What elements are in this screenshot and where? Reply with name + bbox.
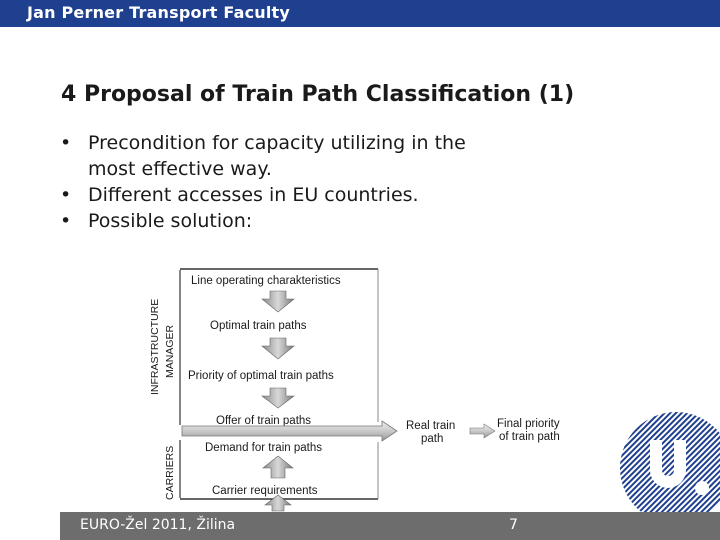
footer-event: EURO-Žel 2011, Žilina (80, 517, 236, 533)
bullet-item: • Different accesses in EU countries. (60, 182, 548, 208)
bullet-text: Different accesses in EU countries. (88, 184, 419, 206)
bullet-text: Precondition for capacity utilizing in t… (88, 132, 466, 180)
bullet-item: • Precondition for capacity utilizing in… (60, 130, 548, 182)
right-arrow-icon (469, 423, 496, 439)
down-arrow-icon (261, 290, 295, 313)
up-arrow-icon (264, 494, 292, 512)
bullet-item: • Possible solution: (60, 208, 548, 234)
right-arrow-icon (181, 420, 398, 442)
bullet-marker: • (60, 210, 72, 232)
step-demand: Demand for train paths (205, 442, 322, 454)
faculty-title: Jan Perner Transport Faculty (27, 3, 291, 22)
final-priority-line1: Final priority (497, 418, 560, 430)
step-priority: Priority of optimal train paths (188, 370, 334, 382)
header-bar: Jan Perner Transport Faculty (0, 0, 720, 27)
bullet-text: Possible solution: (88, 210, 253, 232)
infrastructure-label: INFRASTRUCTURE (149, 299, 161, 395)
footer-bar (60, 512, 720, 540)
step-optimal-paths: Optimal train paths (210, 320, 307, 332)
page-number: 7 (509, 517, 518, 533)
up-arrow-icon (262, 455, 294, 479)
down-arrow-icon (261, 387, 295, 409)
down-arrow-icon (261, 337, 295, 360)
final-priority-line2: of train path (499, 431, 560, 443)
real-path-line2: path (421, 433, 443, 445)
step-offer: Offer of train paths (216, 415, 311, 427)
real-path-line1: Real train (406, 420, 455, 432)
carriers-label: CARRIERS (164, 446, 176, 500)
manager-label: MANAGER (164, 324, 176, 378)
slide-title: 4 Proposal of Train Path Classification … (61, 82, 575, 107)
bullet-marker: • (60, 132, 72, 154)
university-logo (620, 412, 720, 512)
step-requirements: Carrier requirements (212, 485, 318, 497)
step-line-operating: Line operating charakteristics (191, 275, 341, 287)
bullet-list: • Precondition for capacity utilizing in… (60, 130, 548, 234)
bullet-marker: • (60, 184, 72, 206)
